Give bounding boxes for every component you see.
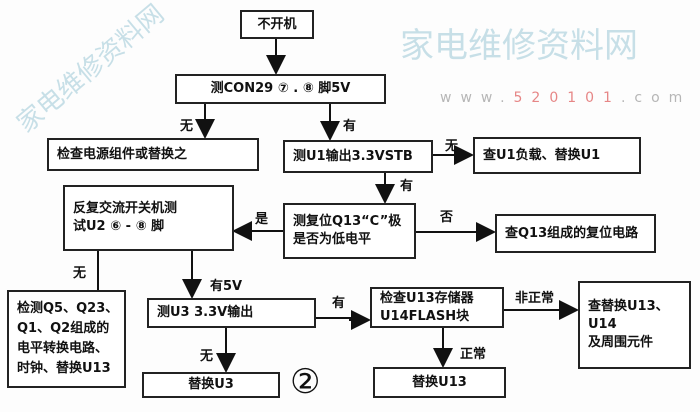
node-q13-reset: 查Q13组成的复位电路 (495, 214, 656, 253)
label-q13-yes: 是 (255, 212, 269, 227)
label-con29-yes: 有 (343, 119, 357, 134)
node-q13-line1: 测复位Q13“C”极 (293, 214, 402, 229)
url-suffix: .com (620, 90, 692, 106)
node-replace-u13-u14: 查替换U13、 U14 及周围元件 (578, 281, 691, 369)
node-ac-test-line2: 试U2 ⑥ - ⑧ 脚 (73, 219, 165, 234)
label-u13-normal: 正常 (460, 347, 487, 362)
label-ac-no: 无 (73, 266, 87, 281)
url-num: 520101 (513, 90, 621, 106)
figure-number: ② (290, 362, 321, 402)
label-u13-abnormal: 非正常 (515, 291, 555, 306)
node-u13-line2: U14FLASH块 (380, 308, 470, 324)
label-u1-no: 无 (445, 139, 459, 154)
node-level-line1: 检测Q5、Q23、 (17, 301, 119, 316)
label-ac-yes: 有5V (210, 279, 243, 294)
node-level-shift: 检测Q5、Q23、 Q1、Q2组成的 电平转换电路、 时钟、替换U13 (7, 290, 126, 388)
label-q13-no: 否 (440, 210, 454, 225)
node-u1-load: 查U1负载、替换U1 (473, 137, 641, 174)
label-u1-yes: 有 (400, 179, 414, 194)
node-replace-line3: 及周围元件 (588, 335, 654, 350)
node-replace-u13: 替换U13 (373, 367, 506, 398)
node-q13-line2: 是否为低电平 (293, 232, 372, 247)
node-level-line3: 电平转换电路、 (17, 341, 109, 356)
node-ac-test: 反复交流开关机测 试U2 ⑥ - ⑧ 脚 (63, 185, 234, 251)
label-u3-yes: 有 (332, 296, 346, 311)
node-u13-line1: 检查U13存储器 (380, 290, 474, 306)
node-level-line2: Q1、Q2组成的 (17, 321, 110, 336)
node-start: 不开机 (240, 10, 314, 39)
node-con29: 测CON29 ⑦ . ⑧ 脚5V (175, 74, 386, 104)
label-u3-no: 无 (200, 349, 214, 364)
arrow-u3-u13 (315, 310, 371, 330)
node-u3: 测U3 3.3V输出 (147, 298, 316, 328)
node-check-power: 检查电源组件或替换之 (47, 138, 259, 171)
node-q13: 测复位Q13“C”极 是否为低电平 (283, 203, 416, 259)
node-replace-u3: 替换U3 (142, 372, 280, 398)
node-u13-check: 检查U13存储器 U14FLASH块 (370, 287, 504, 328)
url-prefix: www. (440, 90, 514, 106)
node-replace-line1: 查替换U13、 (588, 299, 669, 314)
watermark-url: www.520101.com (440, 90, 691, 107)
label-con29-no: 无 (180, 119, 194, 134)
node-u1: 测U1输出3.3VSTB (283, 140, 433, 173)
watermark-logo: 家电维修资料网 (400, 26, 638, 66)
node-level-line4: 时钟、替换U13 (17, 361, 111, 376)
node-ac-test-line1: 反复交流开关机测 (73, 201, 178, 216)
node-replace-line2: U14 (588, 317, 617, 332)
